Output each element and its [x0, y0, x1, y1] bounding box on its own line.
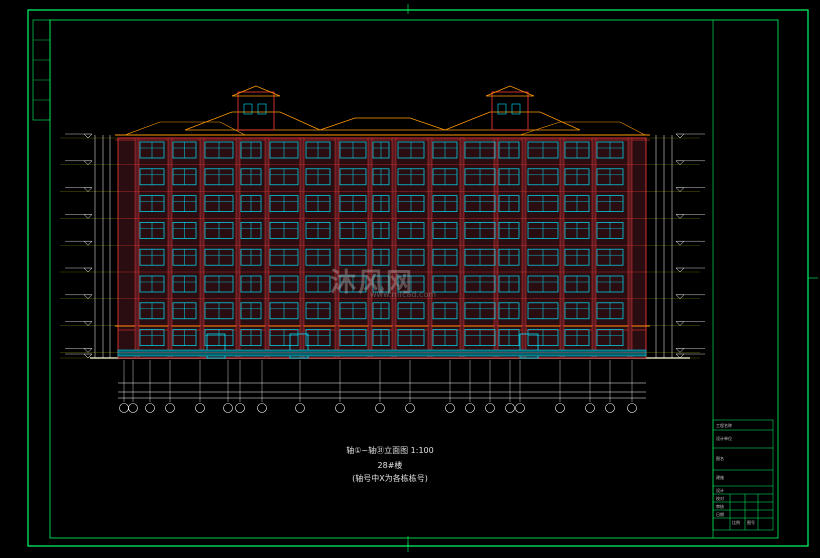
drawing-note: (轴号中X为各栋栋号): [352, 474, 428, 483]
pilasters: [134, 137, 633, 359]
plinth: [117, 349, 647, 357]
roof-middle: [319, 117, 446, 131]
grid-bubble: [505, 403, 515, 413]
watermark: 沐风网: [330, 268, 415, 298]
pilaster: [521, 137, 527, 359]
grid-bubble: [405, 403, 415, 413]
level-triangle: [675, 160, 685, 166]
pilaster: [235, 137, 241, 359]
pilaster: [167, 137, 173, 359]
floor-lines: [118, 137, 646, 353]
building-number: 28#楼: [377, 461, 403, 470]
level-triangle: [675, 240, 685, 246]
roof-left: [184, 111, 321, 131]
title-block-cell: 设计单位: [716, 436, 732, 441]
level-triangle: [83, 353, 93, 359]
inner-frame: [49, 19, 779, 539]
entrance-door: [519, 333, 539, 359]
pilaster: [134, 137, 140, 359]
axis-grid-bubbles: [119, 360, 637, 413]
level-triangle: [675, 133, 685, 139]
level-triangle: [83, 133, 93, 139]
title-block: [712, 419, 774, 531]
level-triangle: [675, 267, 685, 273]
level-triangle: [83, 160, 93, 166]
title-block-cell: 建施: [716, 475, 724, 480]
grid-bubble: [445, 403, 455, 413]
title-block-cell: 审核: [716, 504, 724, 509]
pilaster: [264, 137, 270, 359]
stair-tower-right: [491, 91, 529, 131]
grid-bubble: [555, 403, 565, 413]
level-triangle: [675, 187, 685, 192]
pilaster: [299, 137, 305, 359]
roof-right: [444, 111, 581, 131]
left-dimension-chain: [94, 135, 111, 358]
level-triangle: [83, 187, 93, 192]
grid-bubble: [145, 403, 155, 413]
pilaster: [391, 137, 397, 359]
level-triangle: [675, 353, 685, 359]
entrance-door: [289, 333, 309, 359]
grid-bubble: [515, 403, 525, 413]
pilaster: [427, 137, 433, 359]
grid-bubble: [585, 403, 595, 413]
grid-bubble: [195, 403, 205, 413]
pilaster: [493, 137, 499, 359]
level-triangle: [83, 267, 93, 273]
pilaster: [627, 137, 633, 359]
title-block-cell: 工程名称: [716, 423, 732, 428]
pilaster: [334, 137, 340, 359]
grid-bubble: [235, 403, 245, 413]
pilaster: [199, 137, 205, 359]
grid-bubble: [335, 403, 345, 413]
left-binding-strip: [32, 19, 51, 121]
level-triangle: [675, 214, 685, 219]
title-block-cell: 图名: [716, 456, 724, 461]
drawing-title: 轴①~轴㉛立面图 1:100: [346, 446, 434, 455]
pilaster: [367, 137, 373, 359]
level-triangle: [83, 214, 93, 219]
grid-bubble: [165, 403, 175, 413]
grid-bubble: [375, 403, 385, 413]
grid-bubble: [605, 403, 615, 413]
title-block-cell: 图号: [747, 520, 755, 525]
level-markers: [60, 133, 705, 359]
level-triangle: [675, 321, 685, 326]
building-elevation: [115, 85, 650, 359]
title-block-cell: 比例: [732, 520, 740, 525]
bottom-dimension-chain: [118, 382, 646, 399]
pilaster: [559, 137, 565, 359]
level-triangle: [83, 321, 93, 326]
right-dimension-chain: [655, 135, 673, 358]
level-triangle: [83, 294, 93, 300]
title-block-cell: 设计: [716, 488, 724, 493]
stair-tower-left: [237, 91, 275, 131]
grid-bubble: [465, 403, 475, 413]
window-grid: [117, 141, 647, 359]
entrance-door: [206, 333, 226, 359]
level-triangle: [675, 348, 685, 353]
level-triangle: [83, 348, 93, 353]
pilaster: [591, 137, 597, 359]
level-triangle: [83, 240, 93, 246]
watermark-url: www.mfcad.com: [370, 290, 437, 299]
grid-bubble: [257, 403, 267, 413]
grid-bubble: [119, 403, 129, 413]
grid-bubble: [295, 403, 305, 413]
grid-bubble: [485, 403, 495, 413]
grid-bubble: [627, 403, 637, 413]
grid-bubble: [223, 403, 233, 413]
grid-bubble: [128, 403, 138, 413]
level-triangle: [675, 294, 685, 300]
title-block-cell: 校对: [716, 496, 724, 501]
pilaster: [459, 137, 465, 359]
title-block-cell: 日期: [716, 512, 724, 517]
